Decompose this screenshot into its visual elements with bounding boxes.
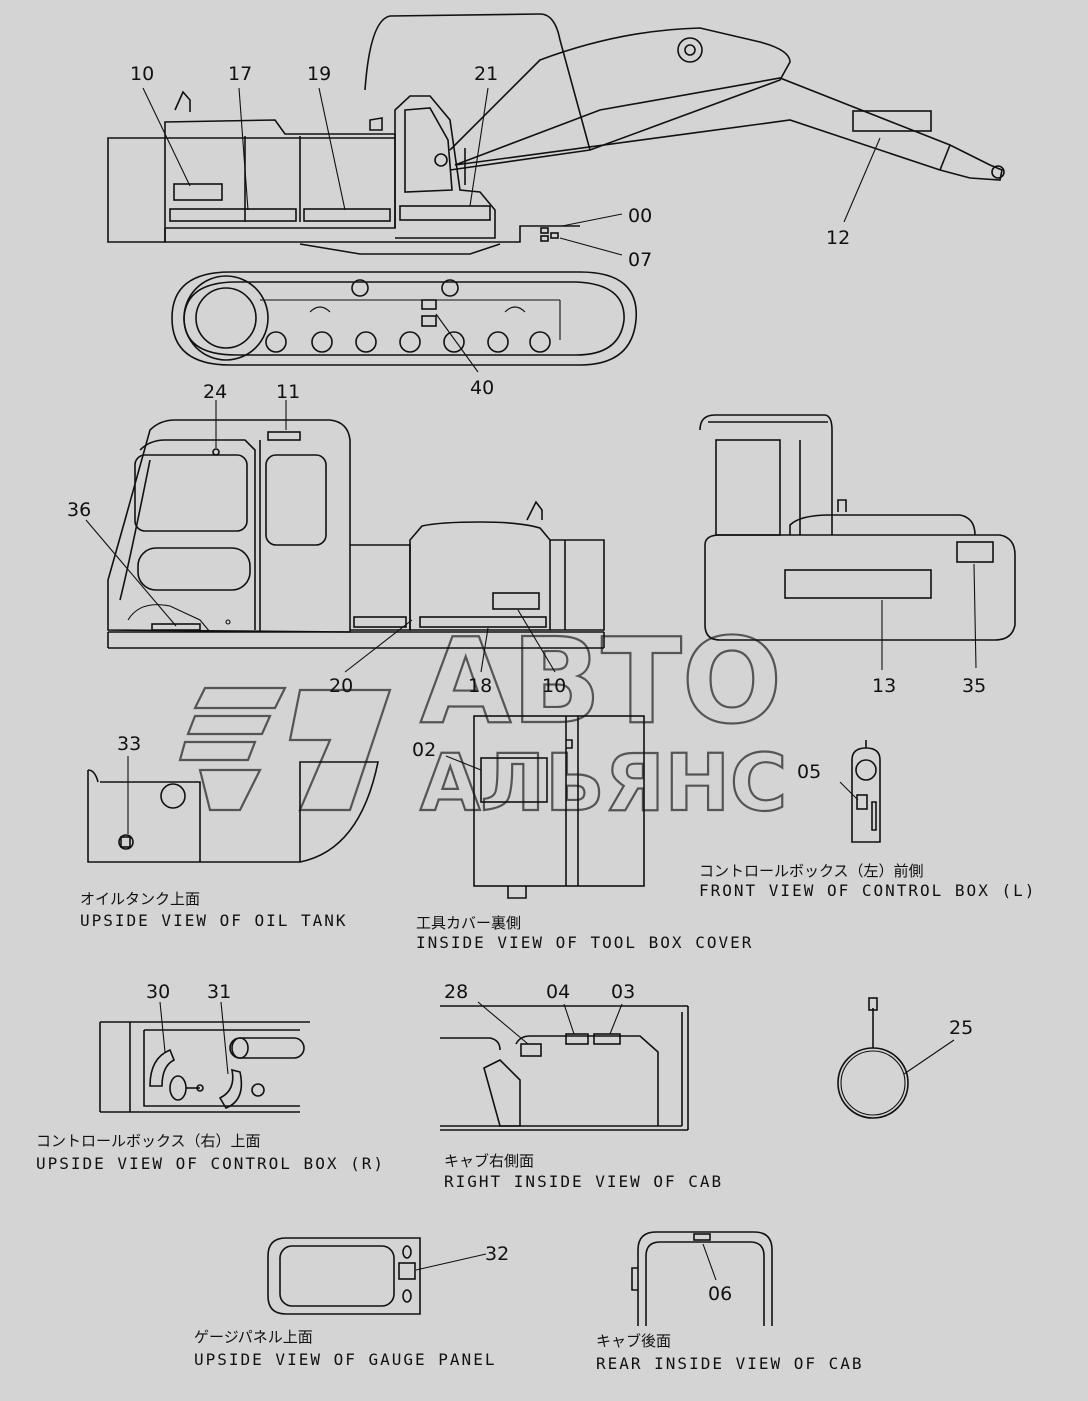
callout-17: 17 [228,63,252,85]
callout-32: 32 [485,1243,509,1265]
callout-12: 12 [826,227,850,249]
callout-19: 19 [307,63,331,85]
callout-18: 18 [468,675,492,697]
oil-tank-view [87,756,379,863]
callout-11: 11 [276,381,300,403]
caption-tool-box-en: INSIDE VIEW OF TOOL BOX COVER [416,933,753,952]
callout-06: 06 [708,1283,732,1305]
callout-10: 10 [130,63,154,85]
callout-36: 36 [67,499,91,521]
upper-structure-view [107,419,605,649]
tool-box-cover-view [445,715,645,899]
callout-05: 05 [797,761,821,783]
callout-25: 25 [949,1017,973,1039]
callout-07: 07 [628,249,652,271]
caption-cab-rear-jp: キャブ後面 [596,1332,671,1350]
callout-00: 00 [628,205,652,227]
watermark-text-avto: АВТО [420,612,782,750]
callout-24: 24 [203,381,227,403]
caption-cab-right-en: RIGHT INSIDE VIEW OF CAB [444,1172,723,1191]
caption-gauge-en: UPSIDE VIEW OF GAUGE PANEL [194,1350,496,1369]
gauge-panel-view [267,1237,487,1315]
callout-20: 20 [329,675,353,697]
caption-control-r-jp: コントロールボックス（右）上面 [36,1132,261,1150]
caption-control-r-en: UPSIDE VIEW OF CONTROL BOX (R) [36,1154,385,1173]
caption-tool-box-jp: 工具カバー裏側 [416,914,521,932]
excavator-side-view [107,13,1005,366]
cab-right-inside-view [440,1001,689,1131]
callout-31: 31 [207,981,231,1003]
rear-view-leaders [881,563,977,670]
caption-control-l-en: FRONT VIEW OF CONTROL BOX (L) [699,881,1036,900]
callout-04: 04 [546,981,570,1003]
caption-gauge-jp: ゲージパネル上面 [194,1328,313,1346]
callout-33: 33 [117,733,141,755]
callout-30: 30 [146,981,170,1003]
caption-control-l-jp: コントロールボックス（左）前側 [699,862,924,880]
upper-structure-leaders [85,400,556,673]
callout-21: 21 [474,63,498,85]
callout-10-b: 10 [542,675,566,697]
callout-13: 13 [872,675,896,697]
control-box-left-view [839,740,881,843]
callout-40: 40 [470,377,494,399]
caption-oil-tank-jp: オイルタンク上面 [80,890,200,908]
callout-02: 02 [412,739,436,761]
callout-28: 28 [444,981,468,1003]
caption-cab-rear-en: REAR INSIDE VIEW OF CAB [596,1354,864,1373]
watermark-logo: АВТО АЛЬЯНС [178,611,788,830]
watermark-text-alyans: АЛЬЯНС [420,739,787,829]
callout-35: 35 [962,675,986,697]
control-box-right-view [99,1001,310,1113]
rear-view [699,414,1016,641]
callout-03: 03 [611,981,635,1003]
caption-cab-right-jp: キャブ右側面 [444,1152,534,1170]
cab-rear-inside-view [631,1231,773,1326]
part-25-disc [837,997,955,1119]
caption-oil-tank-en: UPSIDE VIEW OF OIL TANK [80,911,348,930]
side-view-leaders [142,87,881,373]
